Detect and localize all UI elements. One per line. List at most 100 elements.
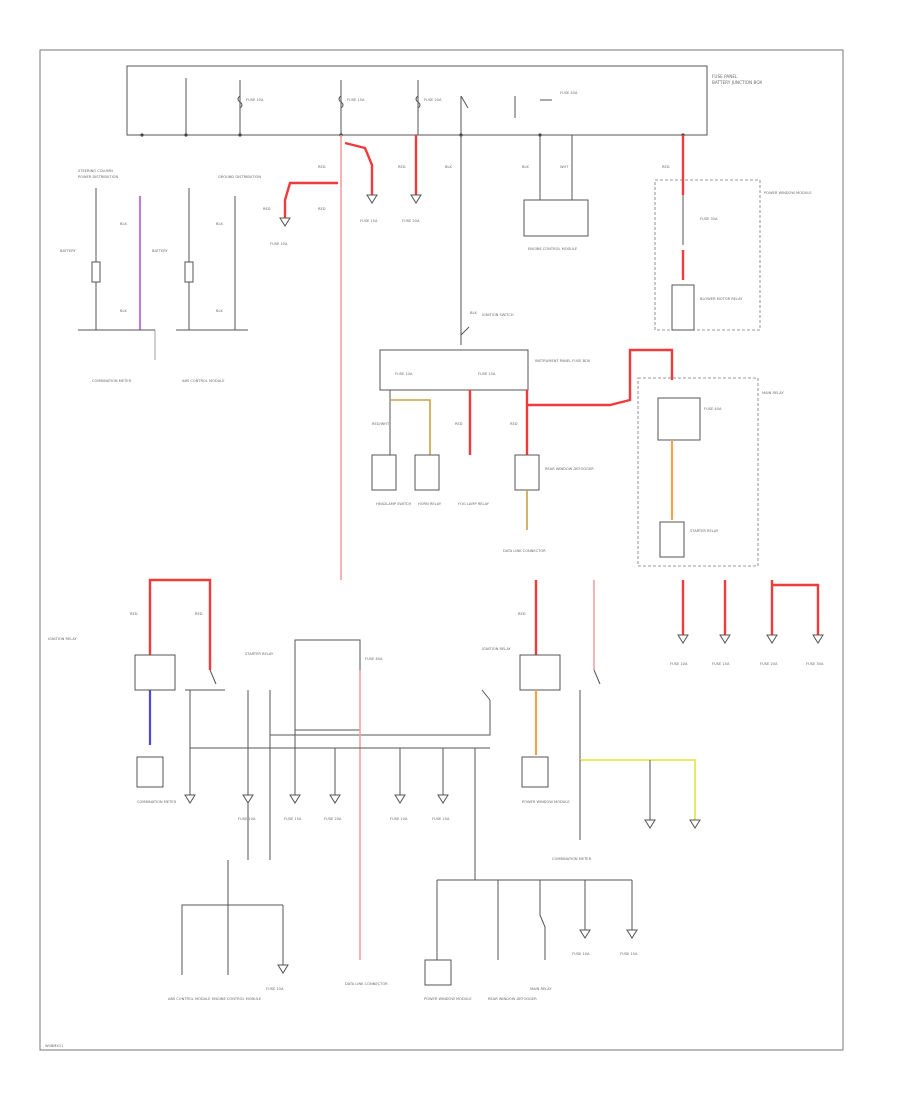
svg-text:BLK: BLK: [216, 309, 223, 313]
svg-text:FUSE 10A: FUSE 10A: [390, 817, 408, 821]
svg-text:FUSE 40A: FUSE 40A: [560, 91, 578, 95]
svg-text:REAR WINDOW DEFOGGER: REAR WINDOW DEFOGGER: [488, 997, 537, 1001]
starter-relay-block: STARTER RELAY FUSE 40A FUSE 10A FUSE 15A…: [190, 639, 491, 986]
svg-text:BATTERY JUNCTION BOX: BATTERY JUNCTION BOX: [712, 80, 762, 85]
svg-text:RED: RED: [130, 612, 138, 616]
svg-text:POWER DISTRIBUTION: POWER DISTRIBUTION: [78, 175, 118, 179]
diagram-code: W0BMX11: [45, 1044, 63, 1048]
svg-text:FUSE 20A: FUSE 20A: [402, 219, 420, 223]
svg-text:BLK: BLK: [120, 222, 127, 226]
svg-text:HEADLAMP SWITCH: HEADLAMP SWITCH: [376, 502, 412, 506]
svg-text:STARTER RELAY: STARTER RELAY: [690, 529, 719, 533]
svg-text:IGNITION SWITCH: IGNITION SWITCH: [482, 313, 514, 317]
svg-text:BATTERY: BATTERY: [152, 249, 169, 253]
svg-text:FUSE 15A: FUSE 15A: [712, 662, 730, 666]
svg-text:GROUND DISTRIBUTION: GROUND DISTRIBUTION: [218, 175, 261, 179]
svg-text:BLK: BLK: [470, 311, 477, 315]
svg-text:BLK: BLK: [120, 309, 127, 313]
ignition-relay-left: IGNITION RELAY RED RED COMBINATION METER: [48, 578, 225, 804]
svg-text:FUSE 10A: FUSE 10A: [395, 372, 413, 376]
svg-text:FUSE 15A: FUSE 15A: [360, 219, 378, 223]
svg-text:BLK: BLK: [522, 165, 529, 169]
fuse-panel: FUSE PANEL BATTERY JUNCTION BOX FUSE 10A…: [126, 65, 762, 137]
fuse-outputs: RED RED RED BLK RED FUSE 10A FUSE 15A FU…: [263, 135, 462, 580]
svg-text:FUSE 10A: FUSE 10A: [270, 242, 288, 246]
svg-text:FUSE 20A: FUSE 20A: [760, 662, 778, 666]
svg-text:IGNITION RELAY: IGNITION RELAY: [48, 637, 78, 641]
svg-text:ABS CONTROL MODULE: ABS CONTROL MODULE: [168, 997, 211, 1001]
svg-text:FUSE PANEL: FUSE PANEL: [712, 74, 738, 79]
svg-text:FUSE 15A: FUSE 15A: [432, 817, 450, 821]
engine-control-module: ENGINE CONTROL MODULE BLK WHT: [522, 135, 589, 251]
svg-text:BLK: BLK: [216, 222, 223, 226]
svg-text:POWER WINDOW MODULE: POWER WINDOW MODULE: [424, 997, 472, 1001]
svg-text:ENGINE CONTROL MODULE: ENGINE CONTROL MODULE: [212, 997, 262, 1001]
ground-icon: [410, 194, 422, 204]
svg-text:FUSE 15A: FUSE 15A: [284, 817, 302, 821]
svg-text:DATA LINK CONNECTOR: DATA LINK CONNECTOR: [503, 549, 546, 553]
power-window-module: POWER WINDOW MODULE FUSE 30A BLOWER MOTO…: [654, 135, 812, 331]
ground-icon: [689, 819, 701, 829]
switch-icon: [460, 95, 469, 109]
svg-text:MAIN RELAY: MAIN RELAY: [530, 987, 552, 991]
svg-text:RED: RED: [318, 207, 326, 211]
svg-text:FUSE 10A: FUSE 10A: [266, 987, 284, 991]
svg-text:COMBINATION METER: COMBINATION METER: [137, 800, 177, 804]
svg-text:RED: RED: [662, 165, 670, 169]
svg-text:STARTER RELAY: STARTER RELAY: [245, 652, 274, 656]
svg-text:FUSE 15A: FUSE 15A: [347, 98, 365, 102]
svg-text:HORN RELAY: HORN RELAY: [418, 502, 442, 506]
svg-text:INSTRUMENT PANEL FUSE BOX: INSTRUMENT PANEL FUSE BOX: [535, 359, 591, 363]
svg-text:COMBINATION METER: COMBINATION METER: [552, 857, 592, 861]
svg-text:RED/WHT: RED/WHT: [372, 422, 390, 426]
battery-sensor-circuits: STEERING COLUMN POWER DISTRIBUTION GROUN…: [60, 169, 261, 383]
svg-text:RED: RED: [518, 612, 526, 616]
svg-text:FUSE 30A: FUSE 30A: [806, 662, 824, 666]
svg-text:STEERING COLUMN: STEERING COLUMN: [78, 169, 113, 173]
svg-text:FUSE 10A: FUSE 10A: [238, 817, 256, 821]
svg-text:RED: RED: [510, 422, 518, 426]
svg-text:RED: RED: [455, 422, 463, 426]
switch-icon: [481, 689, 491, 701]
svg-text:COMBINATION METER: COMBINATION METER: [92, 379, 132, 383]
ground-icon: [366, 194, 378, 204]
svg-text:FUSE 40A: FUSE 40A: [365, 657, 383, 661]
ignition-relay-right: IGNITION RELAY RED POWER WINDOW MODULE C…: [482, 580, 701, 861]
svg-text:MAIN RELAY: MAIN RELAY: [762, 391, 784, 395]
svg-text:ENGINE CONTROL MODULE: ENGINE CONTROL MODULE: [528, 247, 578, 251]
main-relay-module: MAIN RELAY FUSE 40A STARTER RELAY: [637, 377, 784, 567]
svg-text:RED: RED: [195, 612, 203, 616]
svg-text:FUSE 10A: FUSE 10A: [246, 98, 264, 102]
svg-text:FUSE 20A: FUSE 20A: [324, 817, 342, 821]
instrument-panel-fuse-box: BLK IGNITION SWITCH INSTRUMENT PANEL FUS…: [371, 311, 674, 553]
ground-icon: [184, 794, 196, 804]
bottom-right-circuits: POWER WINDOW MODULE REAR WINDOW DEFOGGER…: [424, 748, 638, 1001]
svg-text:FUSE 10A: FUSE 10A: [572, 952, 590, 956]
svg-text:FUSE 15A: FUSE 15A: [620, 952, 638, 956]
svg-text:WHT: WHT: [560, 165, 569, 169]
switch-icon: [593, 669, 601, 685]
ground-row: [242, 748, 449, 804]
svg-text:POWER WINDOW MODULE: POWER WINDOW MODULE: [764, 191, 812, 195]
switch-icon: [209, 669, 217, 685]
svg-text:ABS CONTROL MODULE: ABS CONTROL MODULE: [182, 379, 225, 383]
svg-text:FUSE 10A: FUSE 10A: [670, 662, 688, 666]
svg-text:FUSE 20A: FUSE 20A: [424, 98, 442, 102]
svg-text:RED: RED: [263, 207, 271, 211]
svg-text:RED: RED: [318, 165, 326, 169]
svg-text:FUSE 40A: FUSE 40A: [704, 407, 722, 411]
svg-text:FOG LAMP RELAY: FOG LAMP RELAY: [458, 502, 490, 506]
svg-text:REAR WINDOW DEFOGGER: REAR WINDOW DEFOGGER: [545, 467, 594, 471]
fuse-icon: [237, 95, 421, 109]
svg-text:FUSE 30A: FUSE 30A: [700, 217, 718, 221]
svg-text:FUSE 15A: FUSE 15A: [478, 372, 496, 376]
bottom-left-circuits: ABS CONTROL MODULE ENGINE CONTROL MODULE…: [168, 860, 289, 1001]
ground-icon: [279, 217, 291, 227]
svg-text:BLOWER MOTOR RELAY: BLOWER MOTOR RELAY: [700, 297, 743, 301]
svg-text:IGNITION RELAY: IGNITION RELAY: [482, 647, 512, 651]
svg-text:BATTERY: BATTERY: [60, 249, 77, 253]
diagram-border: [39, 49, 844, 1051]
svg-text:DATA LINK CONNECTOR: DATA LINK CONNECTOR: [345, 982, 388, 986]
svg-text:RED: RED: [398, 165, 406, 169]
